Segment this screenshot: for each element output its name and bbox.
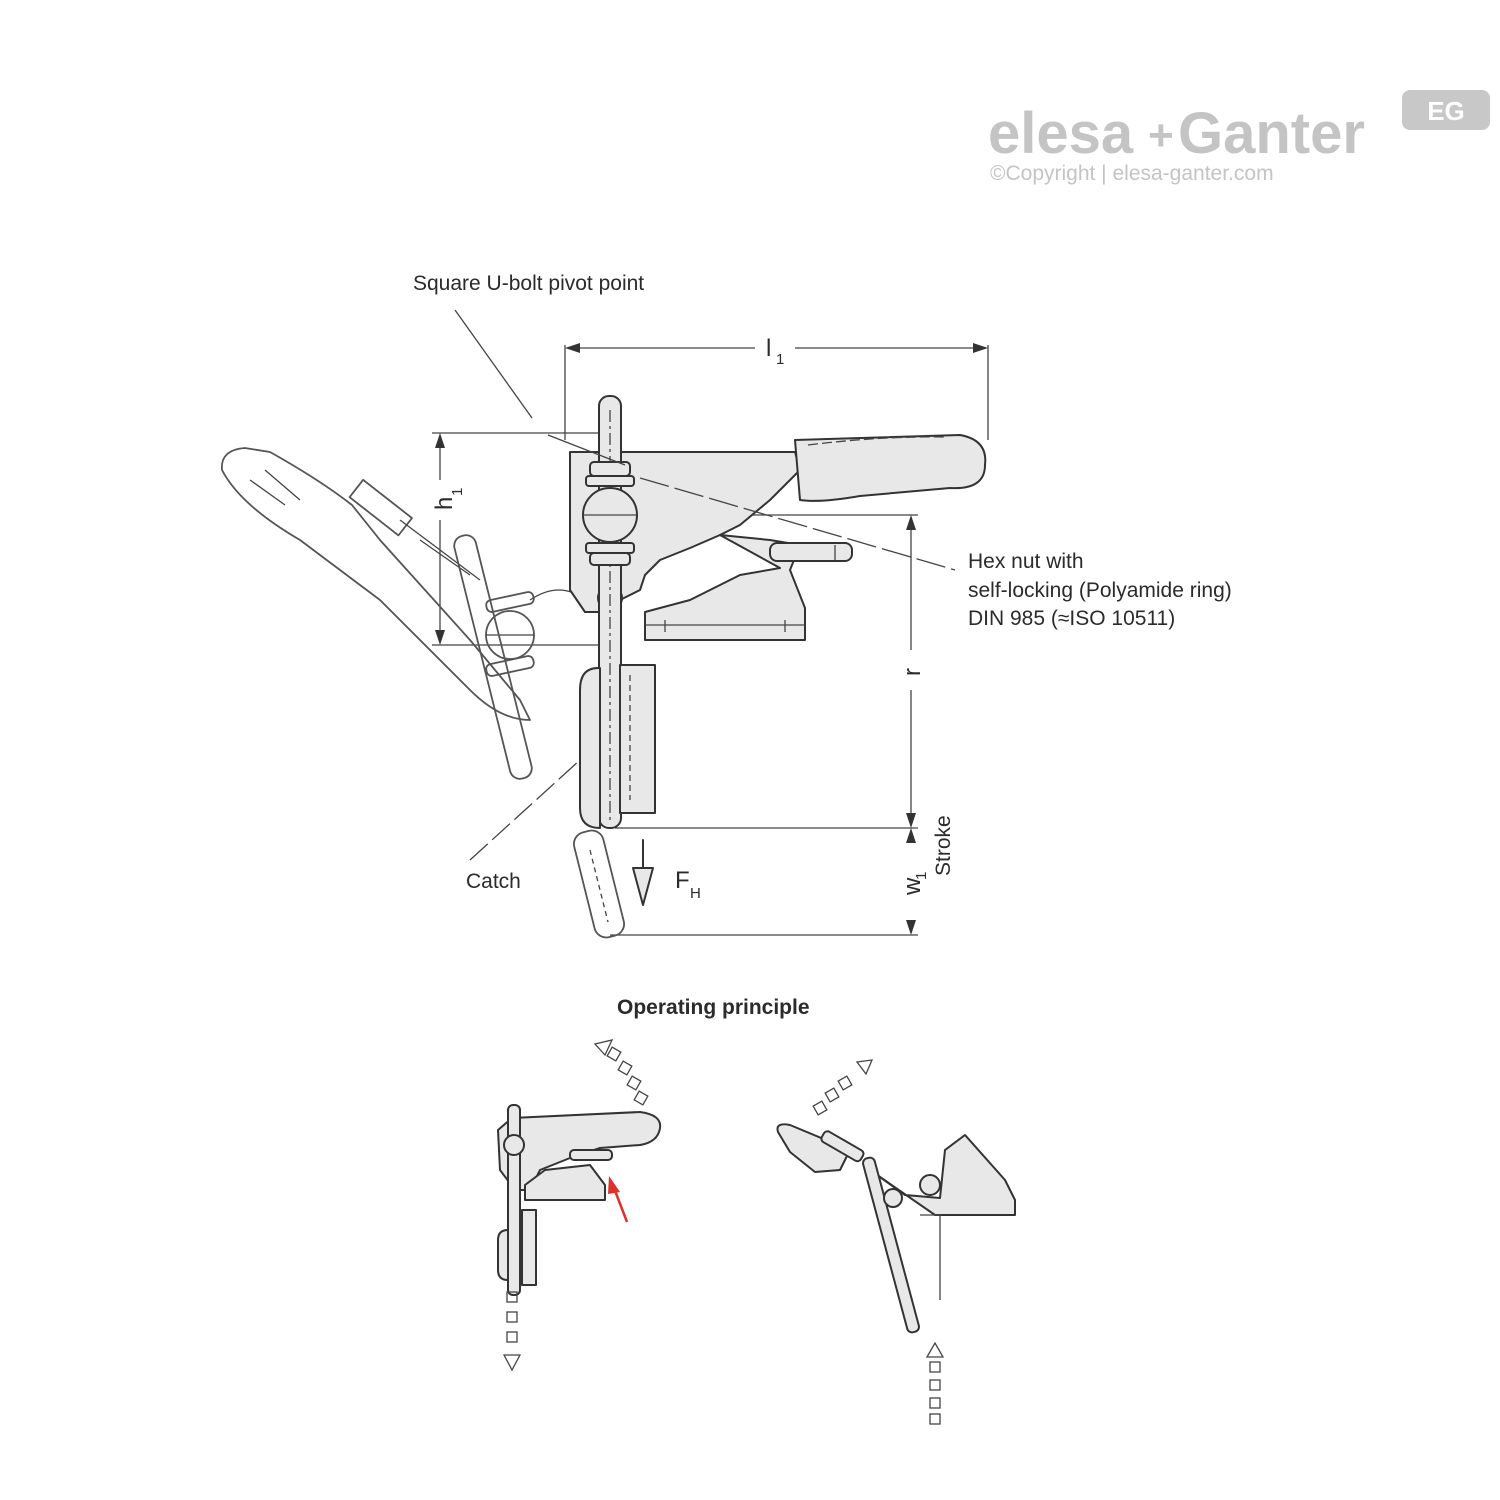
- label-hex-nut-2: self-locking (Polyamide ring): [968, 579, 1232, 602]
- dimension-l1: l 1: [564, 335, 989, 440]
- dim-h1-sub: 1: [449, 488, 466, 496]
- dim-w1-label: w: [899, 877, 926, 896]
- logo-badge: [1402, 90, 1490, 130]
- clamp-open-position-ghost: [221, 447, 625, 939]
- dim-w1-sub: 1: [913, 872, 930, 880]
- dim-fh-label: F: [675, 867, 690, 894]
- force-arrow-fh: F H: [632, 839, 701, 906]
- arrow-up-right-dashed: [812, 1059, 874, 1116]
- arrow-down-dashed: [502, 1291, 522, 1372]
- arrow-up-dashed: [593, 1039, 649, 1106]
- dimension-h1: h 1: [431, 432, 620, 646]
- dim-l1-label: l: [766, 335, 771, 362]
- dim-l1-sub: 1: [776, 351, 784, 368]
- stroke-label: Stroke: [932, 815, 955, 876]
- operating-closed-view: [497, 1039, 662, 1372]
- logo-badge-text: EG: [1427, 96, 1465, 126]
- clamp-catch: [579, 664, 656, 829]
- operating-principle-title: Operating principle: [617, 996, 810, 1019]
- leader-lines: [454, 309, 956, 861]
- logo-brand-ganter: Ganter: [1178, 101, 1365, 166]
- logo-copyright: ©Copyright | elesa-ganter.com: [990, 162, 1274, 185]
- arrow-up-from-bottom: [925, 1341, 945, 1425]
- logo-brand-plus: +: [1148, 111, 1174, 160]
- elesa-ganter-logo: EG elesa + Ganter ©Copyright | elesa-gan…: [988, 90, 1490, 185]
- dim-h1-label: h: [431, 497, 458, 510]
- clamp-handle: [769, 434, 987, 562]
- operating-open-view: [776, 1059, 1016, 1425]
- label-hex-nut-1: Hex nut with: [968, 550, 1084, 573]
- dim-fh-sub: H: [690, 885, 701, 902]
- clamp-body: [569, 451, 806, 641]
- label-hex-nut-3: DIN 985 (≈ISO 10511): [968, 607, 1175, 630]
- red-indicator-arrow: [608, 1176, 629, 1223]
- label-pivot-point: Square U-bolt pivot point: [413, 272, 644, 295]
- clamp-bolt-assembly: [582, 395, 638, 829]
- logo-brand-elesa: elesa: [988, 101, 1134, 166]
- label-catch: Catch: [466, 870, 521, 893]
- dim-r-label: r: [899, 668, 926, 676]
- main-clamp-view: l 1 h 1 r w 1 Stroke: [221, 272, 1232, 939]
